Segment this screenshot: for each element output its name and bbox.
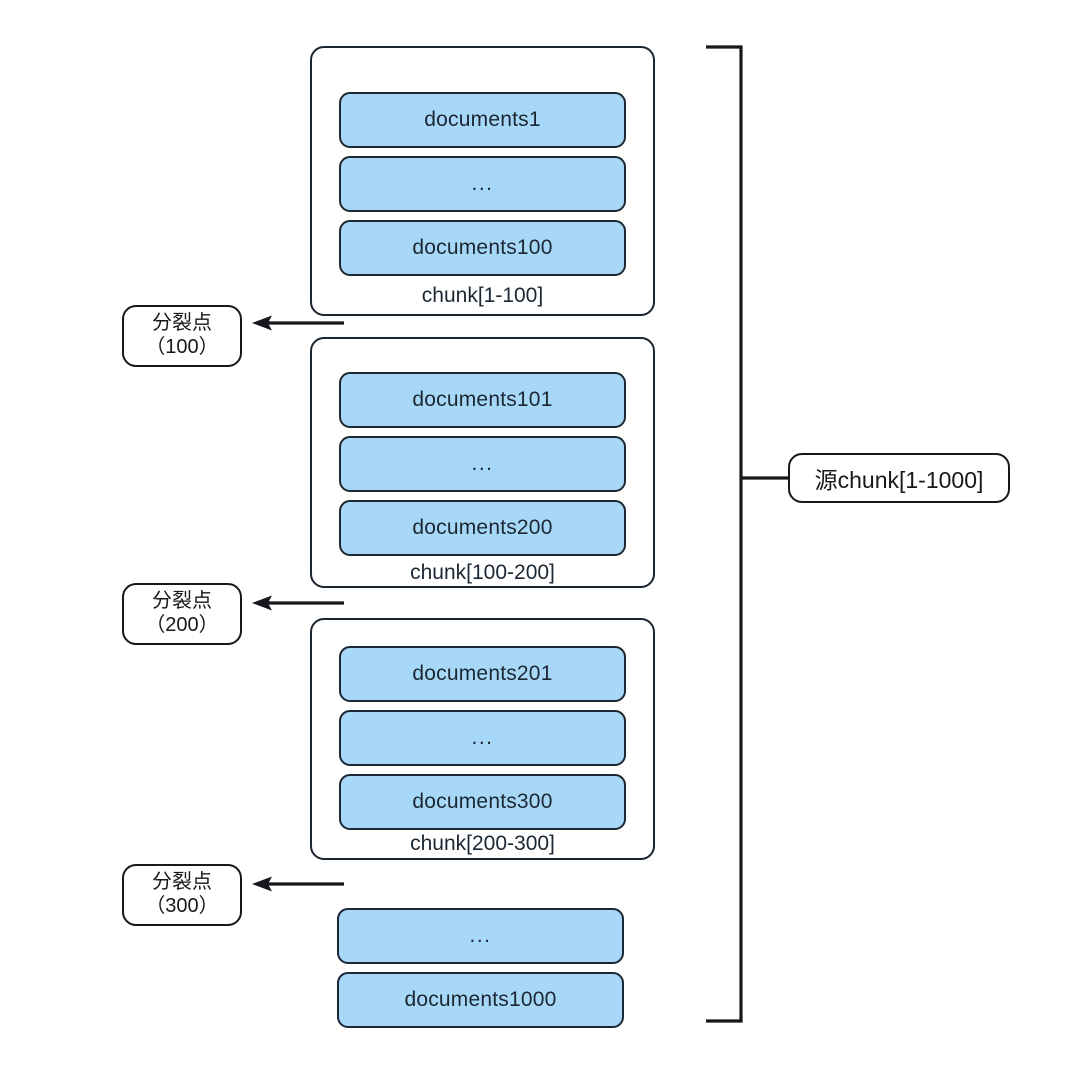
document-row: documents300 <box>339 774 626 830</box>
split-point-arrow-300 <box>252 876 344 892</box>
chunk-container-2: documents101 ... documents200 chunk[100-… <box>310 337 655 588</box>
split-point-callout-300: 分裂点 （300） <box>122 864 242 926</box>
source-chunk-text: 源chunk[1-1000] <box>814 467 984 493</box>
document-row-ellipsis: ... <box>339 156 626 212</box>
chunk-container-3: documents201 ... documents300 chunk[200-… <box>310 618 655 860</box>
chunk-caption: chunk[1-100] <box>421 284 544 307</box>
source-chunk-label: 源chunk[1-1000] <box>788 453 1010 503</box>
chunk-container-4: ... documents1000 <box>310 900 655 1030</box>
chunk-caption: chunk[100-200] <box>410 561 555 584</box>
split-point-callout-200: 分裂点 （200） <box>122 583 242 645</box>
document-row: documents200 <box>339 500 626 556</box>
document-row-ellipsis: ... <box>339 710 626 766</box>
split-point-value: （300） <box>145 895 219 917</box>
document-row: documents100 <box>339 220 626 276</box>
source-chunk-bracket <box>706 45 788 1023</box>
split-point-value: （100） <box>145 336 219 358</box>
chunk-caption: chunk[200-300] <box>410 832 555 855</box>
document-row-ellipsis: ... <box>337 908 624 964</box>
split-point-callout-100: 分裂点 （100） <box>122 305 242 367</box>
split-point-arrow-100 <box>252 315 344 331</box>
split-point-arrow-200 <box>252 595 344 611</box>
document-row: documents101 <box>339 372 626 428</box>
split-point-title: 分裂点 <box>152 312 212 335</box>
document-row: documents1 <box>339 92 626 148</box>
document-row-ellipsis: ... <box>339 436 626 492</box>
document-row: documents1000 <box>337 972 624 1028</box>
split-point-title: 分裂点 <box>152 871 212 894</box>
chunk-container-1: documents1 ... documents100 chunk[1-100] <box>310 46 655 316</box>
document-row: documents201 <box>339 646 626 702</box>
split-point-title: 分裂点 <box>152 590 212 613</box>
split-point-value: （200） <box>145 614 219 636</box>
